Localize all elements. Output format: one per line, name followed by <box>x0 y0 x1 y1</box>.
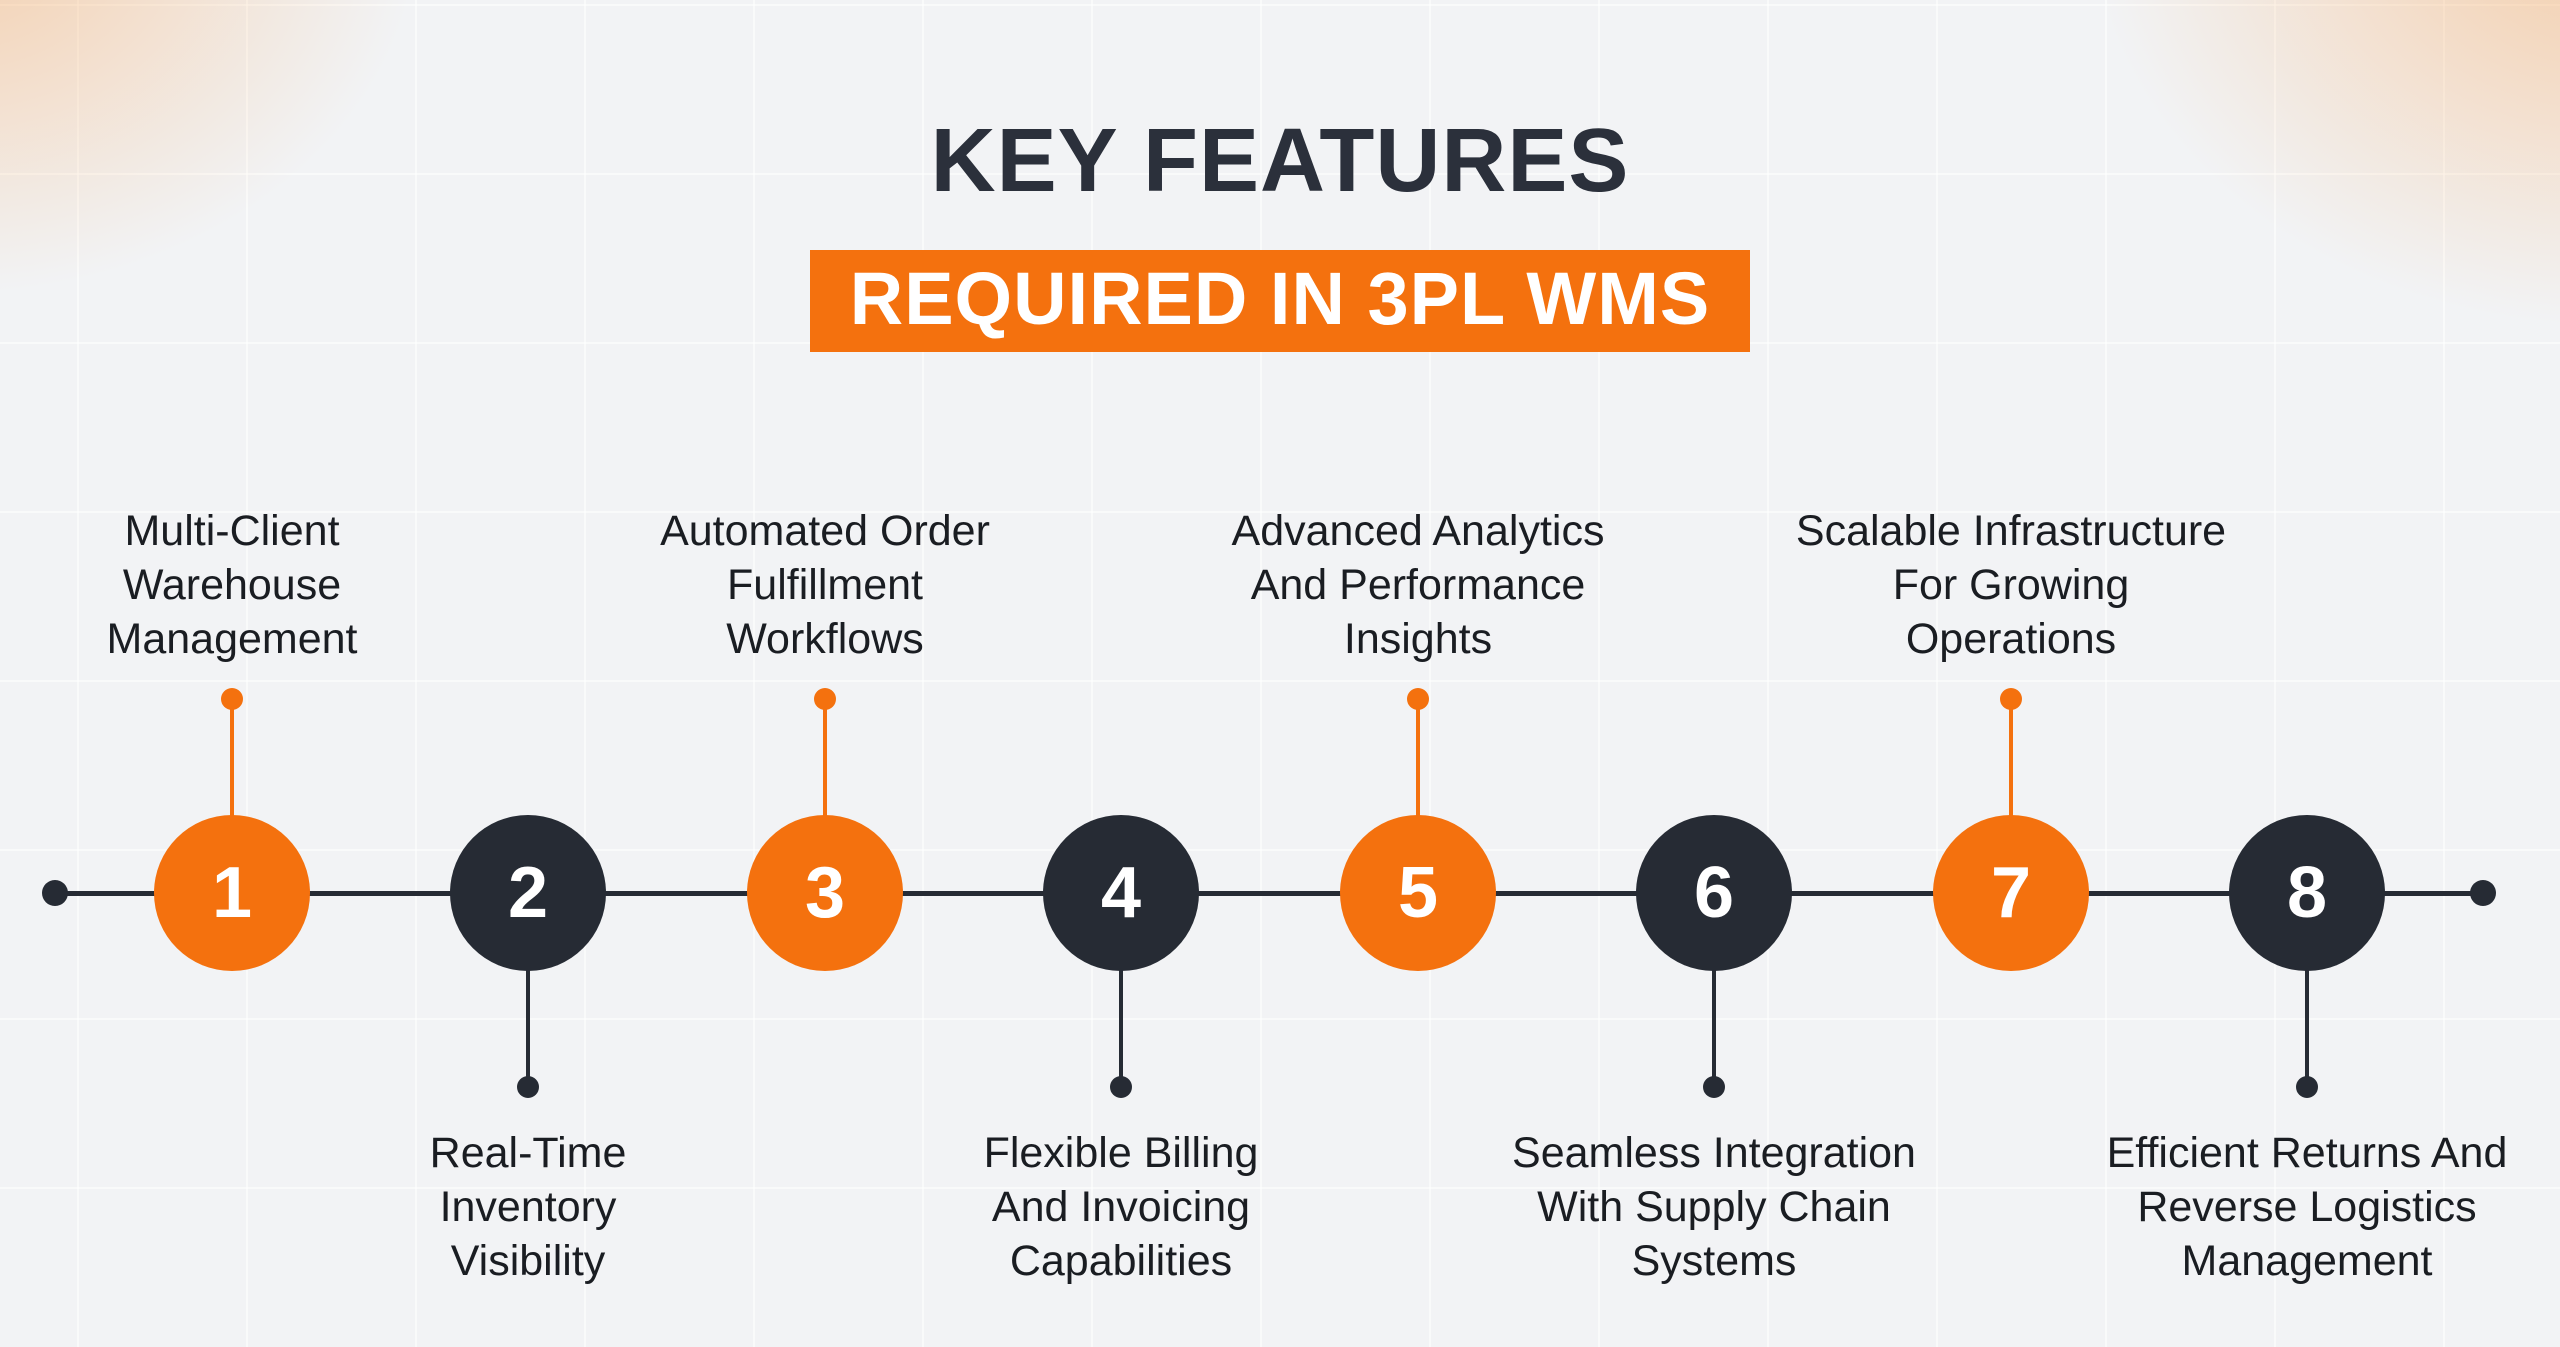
step-circle-2: 2 <box>450 815 606 971</box>
timeline-endpoint-left-dot <box>42 880 68 906</box>
feature-label-1: Multi-Client Warehouse Management <box>106 507 358 663</box>
timeline-endpoint-right-dot <box>2470 880 2496 906</box>
step-number-4: 4 <box>1100 853 1142 933</box>
step-circle-3: 3 <box>747 815 903 971</box>
feature-label-2: Real-Time Inventory Visibility <box>429 1129 627 1285</box>
feature-label-4: Flexible Billing And Invoicing Capabilit… <box>983 1129 1259 1285</box>
connector-line-7 <box>2009 699 2013 821</box>
feature-label-7: Scalable Infrastructure For Growing Oper… <box>1795 507 2227 663</box>
feature-label-6: Seamless Integration With Supply Chain S… <box>1512 1129 1916 1285</box>
step-circle-1: 1 <box>154 815 310 971</box>
connector-line-2 <box>526 966 530 1087</box>
step-circle-8: 8 <box>2229 815 2385 971</box>
connector-dot-4 <box>1110 1076 1132 1098</box>
connector-line-4 <box>1119 966 1123 1087</box>
title-badge: REQUIRED IN 3PL WMS <box>809 250 1751 352</box>
timeline-line <box>55 891 2483 896</box>
feature-label-3: Automated Order Fulfillment Workflows <box>660 507 990 663</box>
step-circle-7: 7 <box>1933 815 2089 971</box>
feature-label-5: Advanced Analytics And Performance Insig… <box>1231 507 1605 663</box>
step-number-5: 5 <box>1397 853 1439 933</box>
title-badge-row: REQUIRED IN 3PL WMS <box>0 250 2560 352</box>
step-number-3: 3 <box>804 853 846 933</box>
step-number-2: 2 <box>507 853 549 933</box>
step-number-7: 7 <box>1990 853 2032 933</box>
connector-line-5 <box>1416 699 1420 821</box>
connector-line-1 <box>230 699 234 821</box>
step-number-1: 1 <box>211 853 253 933</box>
step-circle-6: 6 <box>1636 815 1792 971</box>
step-number-6: 6 <box>1693 853 1735 933</box>
connector-line-8 <box>2305 966 2309 1087</box>
step-circle-4: 4 <box>1043 815 1199 971</box>
feature-label-8: Efficient Returns And Reverse Logistics … <box>2106 1129 2508 1285</box>
step-circle-5: 5 <box>1340 815 1496 971</box>
connector-dot-8 <box>2296 1076 2318 1098</box>
connector-line-3 <box>823 699 827 821</box>
step-number-8: 8 <box>2286 853 2328 933</box>
connector-line-6 <box>1712 966 1716 1087</box>
page-title: KEY FEATURES <box>930 111 1630 211</box>
connector-dot-6 <box>1703 1076 1725 1098</box>
connector-dot-2 <box>517 1076 539 1098</box>
